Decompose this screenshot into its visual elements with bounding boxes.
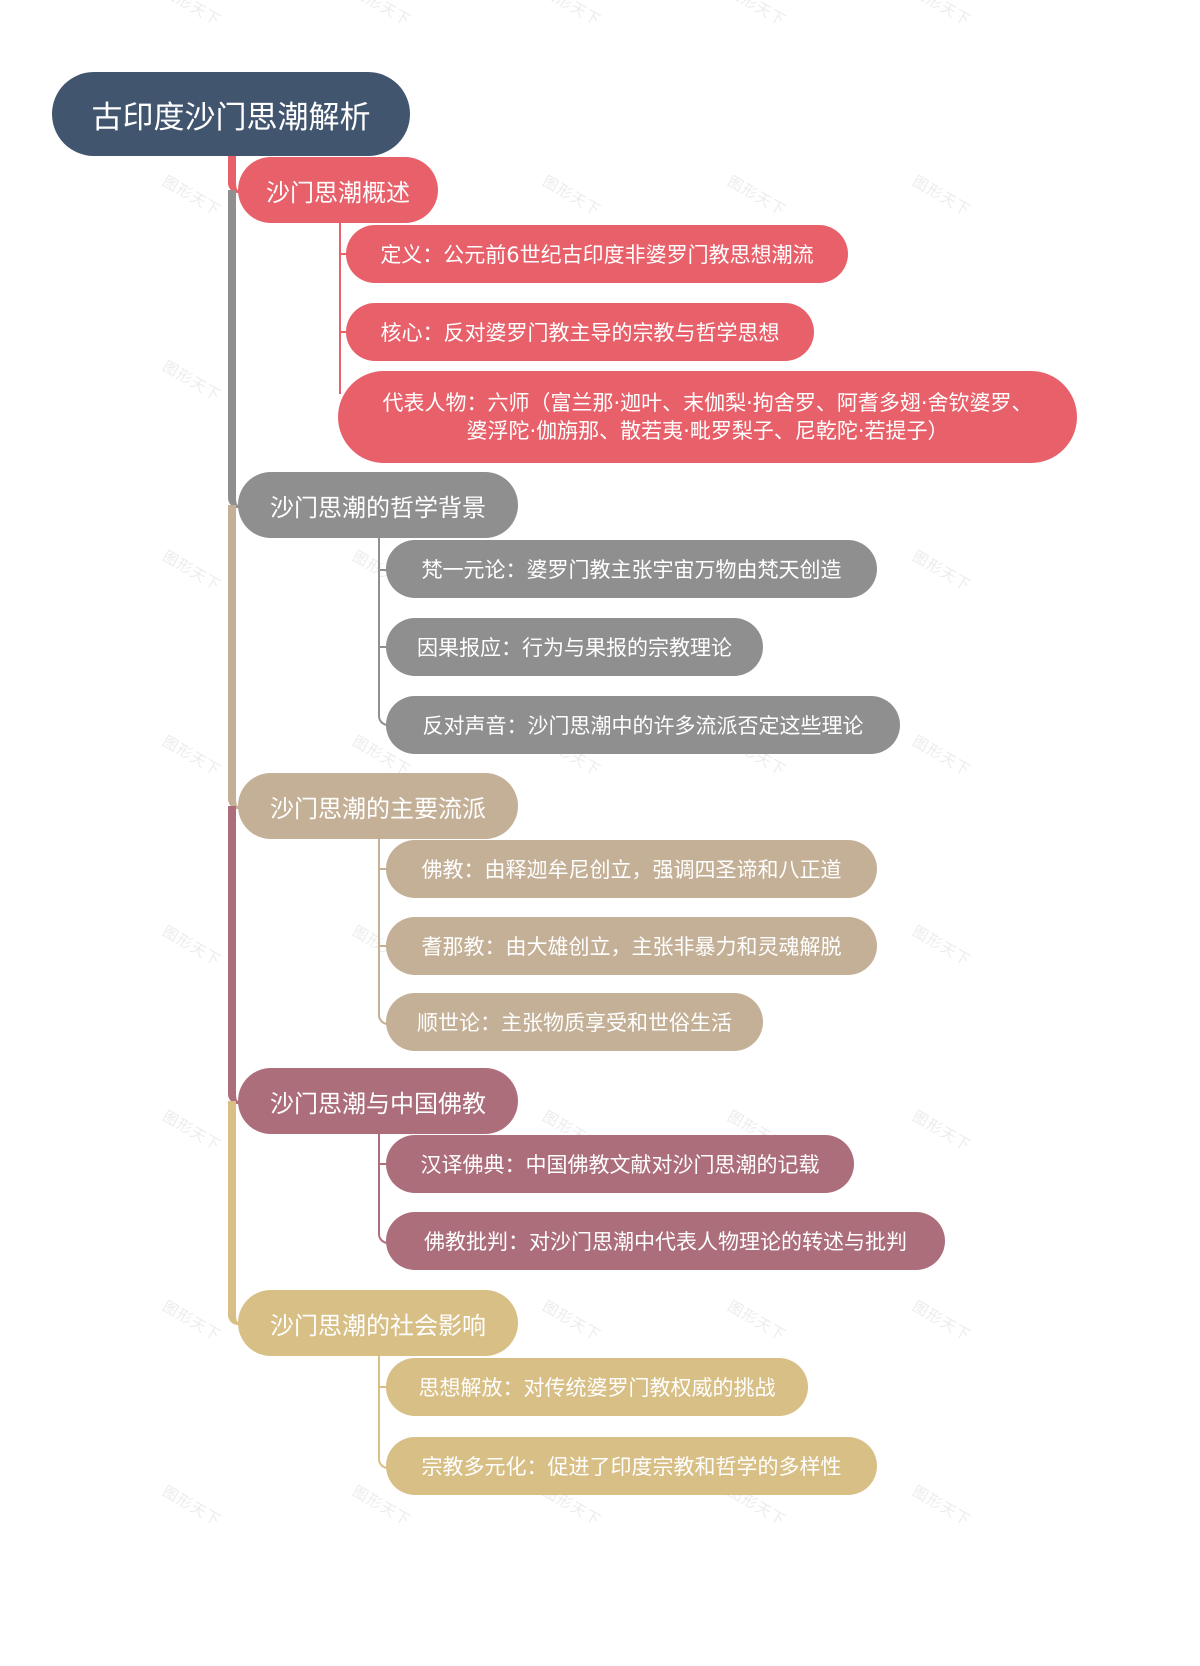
- branch-label: 沙门思潮的哲学背景: [270, 493, 486, 522]
- leaf-label: 佛教：由释迦牟尼创立，强调四圣谛和八正道: [421, 858, 842, 882]
- watermark: 图形天下: [539, 172, 604, 220]
- sub-connector-tick: [378, 569, 388, 571]
- leaf-label-line-1: 代表人物：六师（富兰那·迦叶、末伽梨·拘舍罗、阿耆多翅·舍钦婆罗、: [382, 391, 1033, 415]
- leaf-label: 耆那教：由大雄创立，主张非暴力和灵魂解脱: [421, 935, 842, 959]
- leaf-label: 思想解放：对传统婆罗门教权威的挑战: [418, 1376, 776, 1400]
- watermark: 图形天下: [909, 922, 974, 970]
- watermark: 图形天下: [724, 0, 789, 30]
- watermark: 图形天下: [909, 732, 974, 780]
- sub-connector-tick: [378, 646, 388, 648]
- leaf-core[interactable]: 核心：反对婆罗门教主导的宗教与哲学思想: [346, 303, 814, 361]
- leaf-brahman-monism[interactable]: 梵一元论：婆罗门教主张宇宙万物由梵天创造: [386, 540, 877, 598]
- watermark: 图形天下: [539, 1297, 604, 1345]
- watermark: 图形天下: [159, 357, 224, 405]
- trunk-segment-branch-4: [228, 806, 246, 1104]
- sub-connector-tick: [378, 945, 388, 947]
- branch-topic-philosophy[interactable]: 沙门思潮的哲学背景: [238, 472, 518, 538]
- leaf-label: 核心：反对婆罗门教主导的宗教与哲学思想: [380, 321, 780, 345]
- leaf-buddhism[interactable]: 佛教：由释迦牟尼创立，强调四圣谛和八正道: [386, 840, 877, 898]
- leaf-karma[interactable]: 因果报应：行为与果报的宗教理论: [386, 618, 763, 676]
- trunk-segment-branch-5: [228, 1101, 246, 1325]
- leaf-chinese-translations[interactable]: 汉译佛典：中国佛教文献对沙门思潮的记载: [386, 1135, 854, 1193]
- branch-label: 沙门思潮概述: [266, 178, 410, 207]
- watermark: 图形天下: [159, 1482, 224, 1530]
- trunk-segment-branch-3: [228, 505, 246, 809]
- leaf-label: 梵一元论：婆罗门教主张宇宙万物由梵天创造: [421, 558, 842, 582]
- watermark: 图形天下: [159, 1107, 224, 1155]
- watermark: 图形天下: [159, 1297, 224, 1345]
- sub-connector-tick: [378, 868, 388, 870]
- leaf-label: 顺世论：主张物质享受和世俗生活: [417, 1011, 732, 1035]
- watermark: 图形天下: [159, 0, 224, 30]
- watermark: 图形天下: [909, 1297, 974, 1345]
- branch-topic-chinese-buddhism[interactable]: 沙门思潮与中国佛教: [238, 1068, 518, 1134]
- root-topic[interactable]: 古印度沙门思潮解析: [52, 72, 410, 156]
- leaf-label: 佛教批判：对沙门思潮中代表人物理论的转述与批判: [424, 1230, 907, 1254]
- branch-topic-social-impact[interactable]: 沙门思潮的社会影响: [238, 1290, 518, 1356]
- watermark: 图形天下: [159, 732, 224, 780]
- leaf-buddhist-critique[interactable]: 佛教批判：对沙门思潮中代表人物理论的转述与批判: [386, 1212, 945, 1270]
- leaf-label: 汉译佛典：中国佛教文献对沙门思潮的记载: [420, 1153, 820, 1177]
- leaf-definition[interactable]: 定义：公元前6世纪古印度非婆罗门教思想潮流: [346, 225, 848, 283]
- sub-connector: [378, 838, 390, 1025]
- leaf-label: 反对声音：沙门思潮中的许多流派否定这些理论: [422, 714, 864, 738]
- watermark: 图形天下: [909, 547, 974, 595]
- sub-connector: [339, 222, 341, 394]
- sub-connector: [378, 1133, 390, 1244]
- watermark: 图形天下: [159, 172, 224, 220]
- branch-topic-overview[interactable]: 沙门思潮概述: [238, 157, 438, 223]
- leaf-lokayata[interactable]: 顺世论：主张物质享受和世俗生活: [386, 993, 763, 1051]
- leaf-jainism[interactable]: 耆那教：由大雄创立，主张非暴力和灵魂解脱: [386, 917, 877, 975]
- sub-connector-tick: [339, 253, 348, 255]
- leaf-opposition[interactable]: 反对声音：沙门思潮中的许多流派否定这些理论: [386, 696, 900, 754]
- sub-connector-tick: [339, 331, 348, 333]
- branch-topic-schools[interactable]: 沙门思潮的主要流派: [238, 773, 518, 839]
- watermark: 图形天下: [909, 172, 974, 220]
- leaf-thought-liberation[interactable]: 思想解放：对传统婆罗门教权威的挑战: [386, 1358, 808, 1416]
- watermark: 图形天下: [349, 0, 414, 30]
- leaf-label: 定义：公元前6世纪古印度非婆罗门教思想潮流: [380, 243, 814, 267]
- watermark: 图形天下: [909, 1107, 974, 1155]
- leaf-religious-pluralism[interactable]: 宗教多元化：促进了印度宗教和哲学的多样性: [386, 1437, 877, 1495]
- sub-connector-tick: [378, 1386, 388, 1388]
- watermark: 图形天下: [724, 1297, 789, 1345]
- leaf-label-line-2: 婆浮陀·伽旃那、散若夷·毗罗梨子、尼乾陀·若提子）: [466, 419, 949, 443]
- sub-connector-tick: [378, 1163, 388, 1165]
- watermark: 图形天下: [159, 922, 224, 970]
- leaf-representatives[interactable]: 代表人物：六师（富兰那·迦叶、末伽梨·拘舍罗、阿耆多翅·舍钦婆罗、 婆浮陀·伽旃…: [338, 371, 1077, 463]
- watermark: 图形天下: [159, 547, 224, 595]
- watermark: 图形天下: [724, 172, 789, 220]
- watermark: 图形天下: [909, 1482, 974, 1530]
- root-topic-label: 古印度沙门思潮解析: [91, 99, 371, 136]
- watermark: 图形天下: [539, 0, 604, 30]
- watermark: 图形天下: [909, 0, 974, 30]
- sub-connector: [378, 1355, 390, 1469]
- sub-connector: [378, 538, 390, 726]
- branch-label: 沙门思潮的主要流派: [270, 794, 486, 823]
- branch-label: 沙门思潮与中国佛教: [270, 1089, 486, 1118]
- branch-label: 沙门思潮的社会影响: [270, 1311, 486, 1340]
- leaf-label: 宗教多元化：促进了印度宗教和哲学的多样性: [421, 1455, 842, 1479]
- trunk-segment-branch-2: [228, 190, 246, 508]
- leaf-label: 因果报应：行为与果报的宗教理论: [417, 636, 732, 660]
